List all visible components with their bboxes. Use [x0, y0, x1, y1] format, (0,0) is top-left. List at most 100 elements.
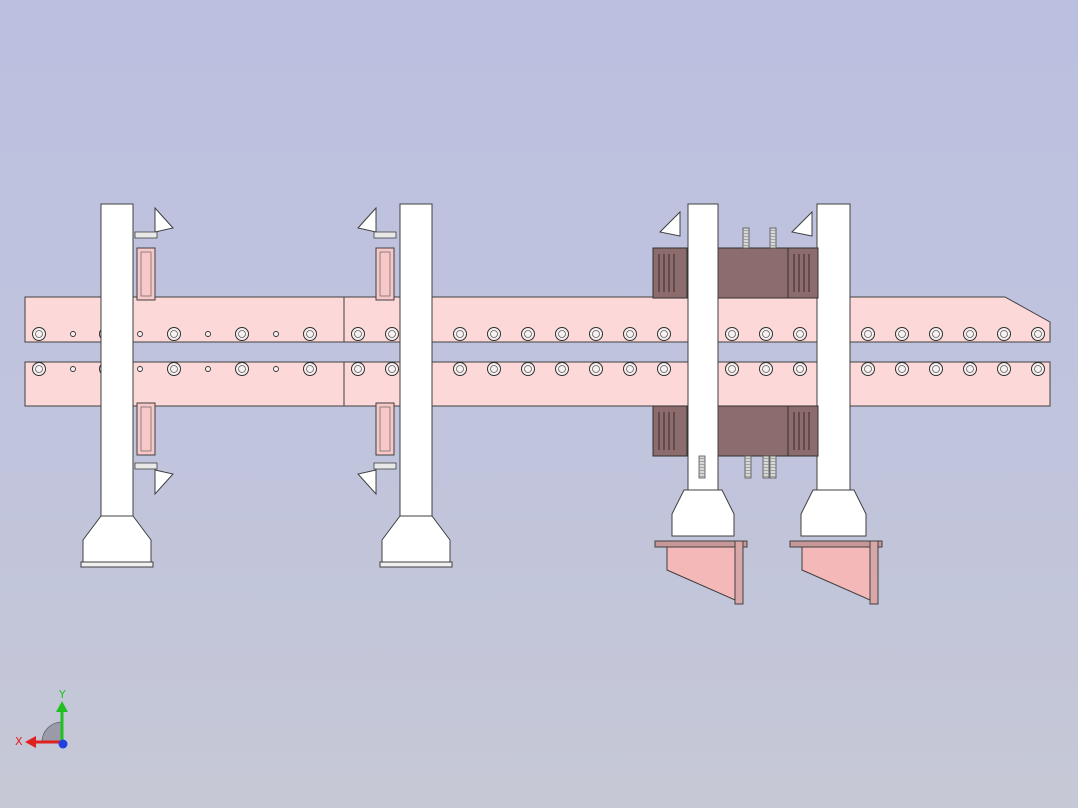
roller-hub — [626, 365, 634, 373]
stud-thread — [742, 229, 750, 232]
lower-rail-roller — [303, 362, 317, 376]
stud-thread — [698, 457, 706, 460]
upper-rail-roller — [861, 327, 875, 341]
roller-hub — [796, 365, 804, 373]
z-axis-dot — [58, 739, 68, 749]
upper-rail-roller — [725, 327, 739, 341]
upper-rail-roller — [793, 327, 807, 341]
clamp-pad-inner — [379, 251, 391, 297]
lower-rail-roller — [623, 362, 637, 376]
stud-thread — [769, 472, 777, 475]
column-2-foot — [381, 515, 451, 563]
stud-thread — [742, 238, 750, 241]
lower-rail-roller — [725, 362, 739, 376]
clamp-corner-bracket — [658, 210, 681, 237]
threaded-stud — [742, 227, 750, 249]
lower-rail-roller — [453, 362, 467, 376]
roller-hub — [728, 365, 736, 373]
stud-thread — [742, 244, 750, 247]
rail-bolt-hole — [70, 366, 76, 372]
lower-rail-roller — [167, 362, 181, 376]
triad-quarter-disc — [41, 721, 63, 743]
roller-hub — [170, 330, 178, 338]
upper-rail-roller — [521, 327, 535, 341]
roller-hub — [558, 330, 566, 338]
upper-rail-roller — [303, 327, 317, 341]
corner-bracket — [357, 469, 377, 496]
lower-rail-roller — [793, 362, 807, 376]
stud-thread — [769, 466, 777, 469]
y-axis-label: Y — [58, 688, 66, 701]
roller-hub — [490, 330, 498, 338]
stud-thread — [769, 235, 777, 238]
clamp-pad-inner — [379, 406, 391, 452]
upper-rail-roller — [235, 327, 249, 341]
stud-thread — [744, 463, 752, 466]
roller-hub — [864, 330, 872, 338]
column-1-base-plate — [80, 561, 154, 568]
stud-thread — [742, 232, 750, 235]
roller-hub — [1034, 330, 1042, 338]
stud-thread — [744, 457, 752, 460]
upper-rail-roller — [623, 327, 637, 341]
roller-hub — [728, 330, 736, 338]
clamp-right-clamp-block — [787, 247, 819, 299]
rail-bolt-hole — [273, 366, 279, 372]
clamp-left-mounting-bracket — [666, 546, 736, 601]
rail-bolt-hole — [137, 366, 143, 372]
clamp-corner-bracket — [790, 210, 813, 237]
roller-hub — [626, 330, 634, 338]
stud-thread — [698, 460, 706, 463]
y-axis-arrowhead — [56, 701, 68, 712]
lower-rail-roller — [929, 362, 943, 376]
roller-hub — [966, 365, 974, 373]
bracket-nut — [134, 231, 158, 239]
corner-bracket — [154, 469, 174, 496]
upper-rail-roller — [895, 327, 909, 341]
corner-bracket — [357, 206, 377, 233]
upper-rail-roller — [32, 327, 46, 341]
upper-rail-roller — [385, 327, 399, 341]
column-2 — [399, 203, 433, 517]
stud-thread — [744, 460, 752, 463]
clamp-left-clamp-block — [652, 405, 688, 457]
upper-rail-roller — [963, 327, 977, 341]
roller-hub — [238, 365, 246, 373]
clamp-left-foot — [671, 489, 735, 537]
stud-thread — [769, 475, 777, 478]
lower-rail-roller — [657, 362, 671, 376]
upper-rail-roller — [453, 327, 467, 341]
roller-hub — [388, 330, 396, 338]
upper-rail-roller — [351, 327, 365, 341]
upper-rail-roller — [759, 327, 773, 341]
roller-hub — [558, 365, 566, 373]
clamp-right-foot — [800, 489, 867, 537]
clamp-left-clamp-block — [652, 247, 688, 299]
lower-rail-roller — [521, 362, 535, 376]
clamp-left-bracket-plate — [734, 540, 744, 605]
roller-hub — [456, 330, 464, 338]
roller-hub — [864, 365, 872, 373]
roller-hub — [170, 365, 178, 373]
stud-thread — [744, 472, 752, 475]
stud-thread — [762, 466, 770, 469]
lower-rail — [24, 361, 1051, 407]
lower-rail-roller — [487, 362, 501, 376]
upper-rail-roller — [487, 327, 501, 341]
roller-hub — [898, 365, 906, 373]
clamp-pad — [136, 402, 156, 456]
roller-hub — [35, 330, 43, 338]
roller-hub — [306, 365, 314, 373]
stud-thread — [744, 466, 752, 469]
roller-hub — [524, 365, 532, 373]
roller-hub — [762, 365, 770, 373]
roller-hub — [932, 365, 940, 373]
clamp-right-bracket-plate — [869, 540, 879, 605]
stud-thread — [698, 472, 706, 475]
clamp-left-column — [687, 203, 719, 495]
coordinate-triad-icon[interactable]: Y X — [15, 688, 68, 749]
clamp-pad — [375, 402, 395, 456]
roller-hub — [898, 330, 906, 338]
